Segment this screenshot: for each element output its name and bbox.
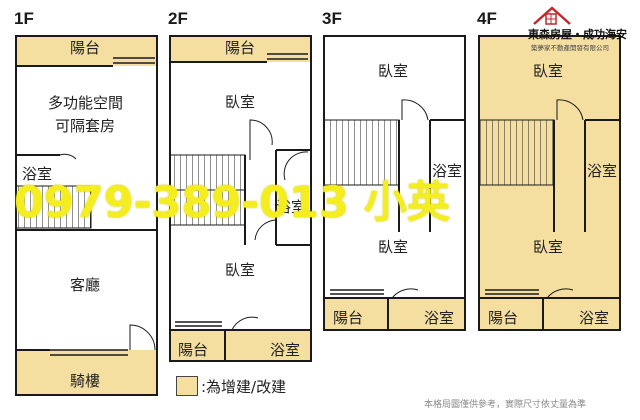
plan-1f (15, 35, 158, 396)
room-bathroom-4f-bottom: 浴室 (579, 309, 610, 327)
legend-swatch (176, 376, 198, 396)
room-bedroom-3f-top: 臥室 (378, 62, 409, 80)
floor-label-2f: 2F (168, 9, 188, 28)
addition-balcony-1f (16, 36, 157, 66)
floor-label-4f: 4F (477, 9, 497, 28)
room-balcony-1f: 陽台 (70, 39, 101, 57)
room-bathroom-4f-mid: 浴室 (587, 162, 618, 180)
addition-arcade-1f (16, 350, 157, 395)
plan-4f (478, 35, 621, 331)
room-bathroom-3f-bottom: 浴室 (424, 309, 455, 327)
room-bathroom-1f: 浴室 (22, 165, 53, 183)
room-balcony-4f: 陽台 (488, 309, 519, 327)
room-arcade-1f: 騎樓 (70, 372, 101, 390)
brand-tagline: 築夢家不動產開發有限公司 (531, 44, 609, 52)
room-bedroom-4f-top: 臥室 (533, 62, 564, 80)
room-balcony-2f-bottom: 陽台 (178, 341, 209, 359)
plan-2f (169, 35, 312, 362)
house-logo-icon (533, 6, 571, 25)
room-bedroom-3f-bottom: 臥室 (378, 238, 409, 256)
room-bathroom-2f-bottom: 浴室 (270, 341, 301, 359)
room-multi-purpose-1f: 多功能空間 (48, 94, 124, 112)
brand-name: 東森房屋・成功海安 (528, 28, 627, 41)
phone-number-overlay: 0979-389-013 小英 (14, 178, 450, 228)
floor-label-3f: 3F (322, 9, 342, 28)
plan-3f (323, 35, 466, 331)
room-bathroom-3f-mid: 浴室 (432, 162, 463, 180)
room-balcony-3f: 陽台 (333, 309, 364, 327)
room-balcony-2f: 陽台 (225, 39, 256, 57)
room-bedroom-2f-top: 臥室 (225, 93, 256, 111)
disclaimer-text: 本格局圖僅供參考，實際尺寸依丈量為準 (424, 400, 587, 410)
room-bedroom-4f-bottom: 臥室 (533, 238, 564, 256)
room-convertible-suite-1f: 可隔套房 (55, 117, 116, 135)
legend-text: :為增建/改建 (201, 378, 287, 396)
room-bathroom-2f-mid: 浴室 (276, 198, 307, 216)
floor-label-1f: 1F (14, 9, 34, 28)
room-bedroom-2f-bottom: 臥室 (225, 261, 256, 279)
room-living-room-1f: 客廳 (70, 276, 101, 294)
